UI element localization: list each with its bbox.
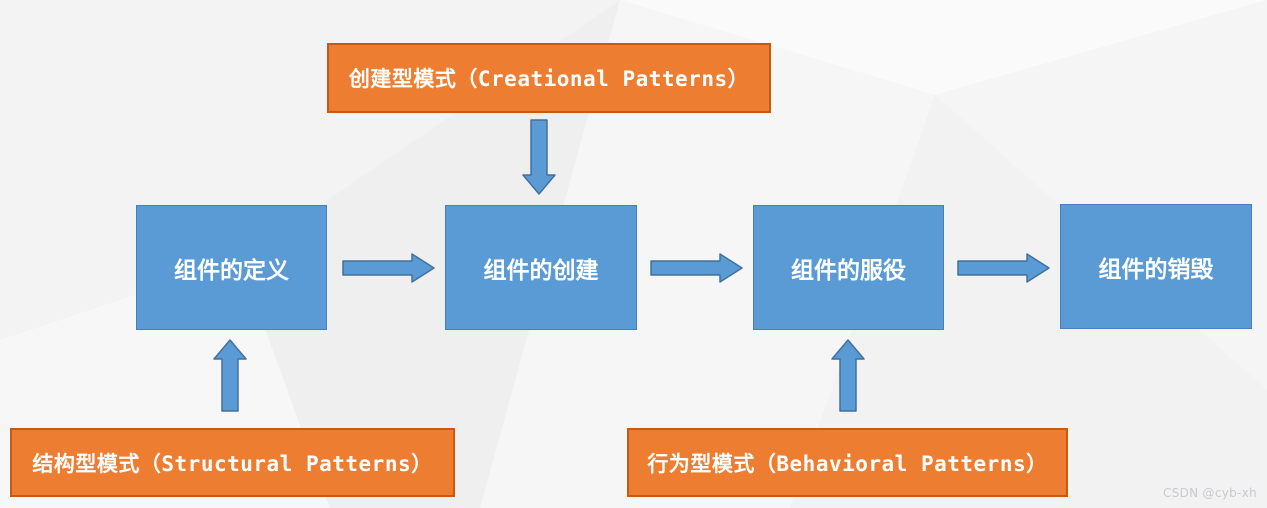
node-structural-patterns: 结构型模式（Structural Patterns） [10,428,455,497]
node-creational-patterns-label: 创建型模式（Creational Patterns） [348,67,750,91]
background-facet [790,95,1267,508]
node-stage-label: 组件的定义 [174,257,289,284]
node-stage-component-definition: 组件的定义 [136,205,327,330]
node-stage-component-service: 组件的服役 [753,205,944,330]
node-stage-label: 组件的创建 [483,257,599,284]
arrow-down-icon [522,119,556,195]
node-behavioral-patterns: 行为型模式（Behavioral Patterns） [627,428,1068,497]
arrow-right-icon [342,253,435,283]
node-creational-patterns: 创建型模式（Creational Patterns） [327,43,771,113]
node-stage-component-creation: 组件的创建 [445,205,637,330]
node-stage-component-destruction: 组件的销毁 [1060,204,1252,329]
background-facet [480,0,935,508]
arrow-up-icon [831,339,865,412]
node-stage-label: 组件的销毁 [1098,256,1214,283]
node-structural-patterns-label: 结构型模式（Structural Patterns） [32,451,433,476]
watermark: CSDN @cyb-xh [1163,486,1257,500]
arrow-up-icon [213,339,247,412]
arrow-right-icon [650,253,743,283]
arrow-right-icon [957,253,1050,283]
node-stage-label: 组件的服役 [791,257,906,284]
node-behavioral-patterns-label: 行为型模式（Behavioral Patterns） [647,451,1048,476]
background-facet [620,0,1267,95]
